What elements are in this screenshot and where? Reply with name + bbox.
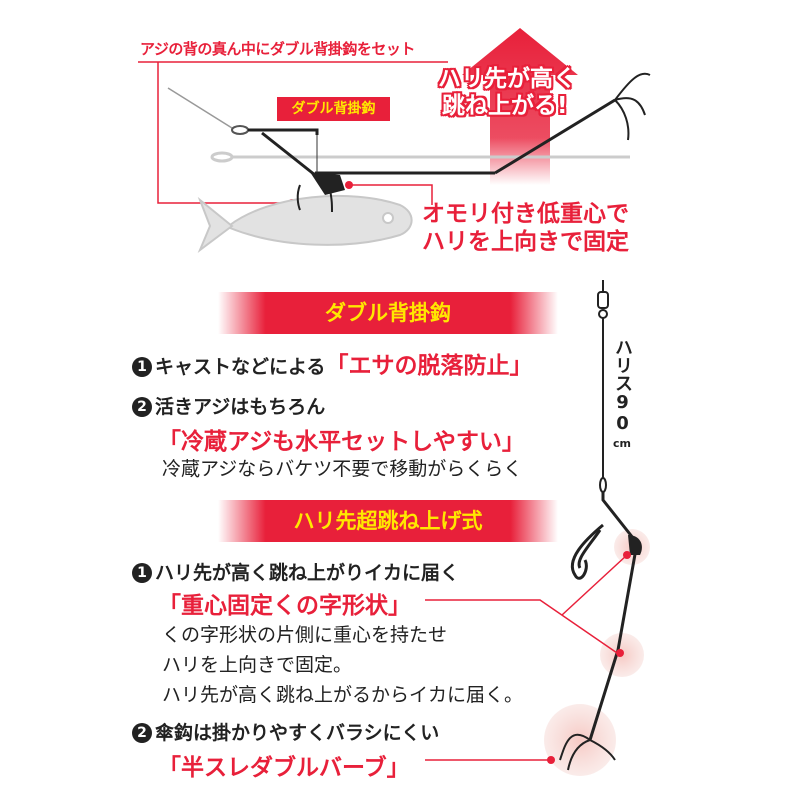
item-text: 傘鈎は掛かりやすくバラシにくい bbox=[155, 722, 440, 744]
section2-note-3: ハリ先が高く跳ね上がるからイカに届く。 bbox=[162, 684, 524, 706]
section2-header: ハリ先超跳ね上げ式 bbox=[218, 500, 558, 542]
item-highlight: 「エサの脱落防止」 bbox=[325, 353, 533, 379]
item-text: キャストなどによる bbox=[155, 356, 326, 378]
leader-length: 90 bbox=[612, 392, 633, 434]
leader-label: ハリス bbox=[612, 338, 633, 392]
number-2-icon: 2 bbox=[132, 723, 152, 743]
jump-line-1: ハリ先が高く bbox=[438, 66, 576, 92]
section2-item2-highlight: 「半スレダブルバーブ」 bbox=[158, 755, 410, 781]
callout-lines bbox=[425, 554, 628, 761]
leader-length-label: ハリス 90 cm bbox=[611, 338, 633, 454]
item-text: ハリ先が高く跳ね上がりイカに届く bbox=[155, 562, 460, 584]
section2-note-1: くの字形状の片側に重心を持たせ bbox=[162, 624, 448, 646]
number-2-icon: 2 bbox=[132, 397, 152, 417]
jump-line-2: 跳ね上がる! bbox=[442, 93, 568, 119]
up-arrow-icon bbox=[462, 28, 578, 185]
weight-line-2: ハリを上向きで固定 bbox=[422, 229, 629, 255]
item-text: 活きアジはもちろん bbox=[155, 396, 326, 418]
leader-unit: cm bbox=[613, 437, 631, 450]
weight-callout: オモリ付き低重心で ハリを上向きで固定 bbox=[422, 200, 629, 256]
swivel-icon bbox=[597, 280, 609, 328]
section2-note-2: ハリを上向きで固定。 bbox=[162, 654, 353, 676]
weight-leader-line bbox=[350, 184, 433, 205]
section2-item1-highlight: 「重心固定くの字形状」 bbox=[158, 593, 411, 619]
weight-line-1: オモリ付き低重心で bbox=[422, 201, 629, 227]
number-1-icon: 1 bbox=[132, 357, 152, 377]
double-hook-rig bbox=[248, 72, 651, 177]
caption-leader-line bbox=[157, 62, 292, 204]
section1-item2-highlight: 「冷蔵アジも水平セットしやすい」 bbox=[158, 429, 525, 455]
fish-icon bbox=[197, 194, 413, 253]
squid-jig-rig bbox=[559, 492, 639, 771]
hook-jump-callout: ハリ先が高く 跳ね上がる! bbox=[438, 66, 576, 120]
section1-item2-note: 冷蔵アジならバケツ不要で移動がらくらく bbox=[162, 458, 523, 480]
top-caption: アジの背の真ん中にダブル背掛鈎をセット bbox=[140, 40, 415, 58]
double-hook-label: ダブル背掛鈎 bbox=[277, 97, 390, 121]
sinker-icon bbox=[310, 172, 345, 195]
number-1-icon: 1 bbox=[132, 563, 152, 583]
section1-header: ダブル背掛鈎 bbox=[218, 292, 558, 334]
